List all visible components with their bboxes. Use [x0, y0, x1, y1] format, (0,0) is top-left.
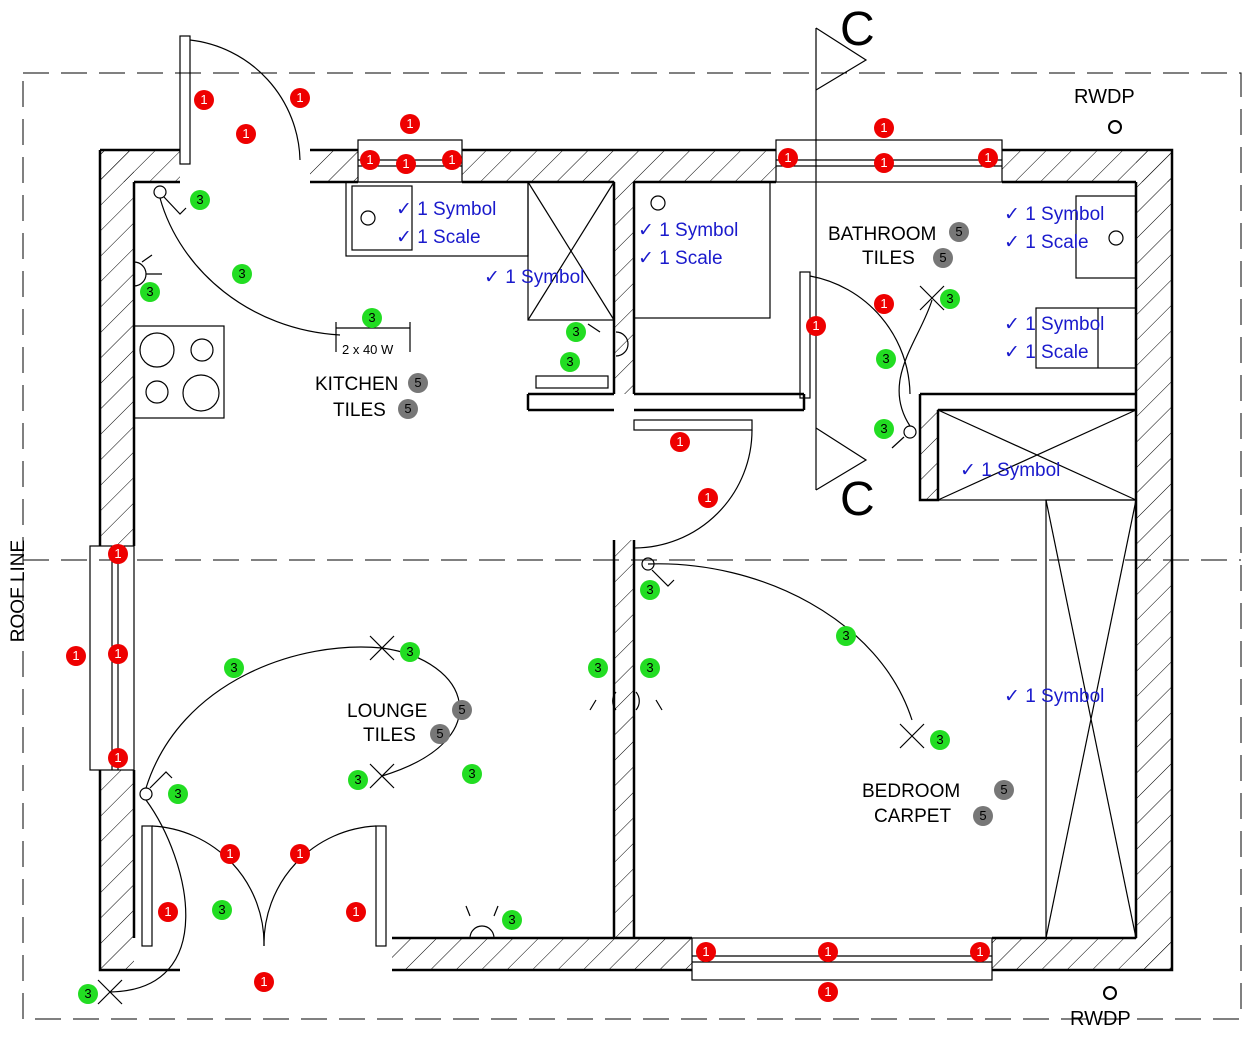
annotation-symbol: ✓ 1 Symbol [396, 199, 497, 220]
badge-1: 1 [360, 150, 380, 170]
badge-5: 5 [408, 373, 428, 393]
annotation-symbol: ✓ 1 Symbol [1004, 314, 1105, 335]
room-name-bedroom: BEDROOM [862, 781, 961, 802]
badge-3: 3 [930, 730, 950, 750]
badge-3: 3 [640, 580, 660, 600]
badge-3: 3 [400, 642, 420, 662]
badge-5: 5 [973, 806, 993, 826]
room-name-lounge: LOUNGE [347, 701, 428, 722]
rwdp-symbol-bottom [1103, 986, 1117, 1000]
annotation-symbol: ✓ 1 Symbol [1004, 204, 1105, 225]
section-line-c [815, 27, 868, 491]
badge-3: 3 [874, 419, 894, 439]
rwdp-label-top: RWDP [1074, 86, 1135, 108]
room-name-kitchen: KITCHEN [315, 374, 399, 395]
badge-5: 5 [452, 700, 472, 720]
badge-1: 1 [874, 118, 894, 138]
badge-3: 3 [212, 900, 232, 920]
badge-1: 1 [696, 942, 716, 962]
badge-3: 3 [560, 352, 580, 372]
annotation-symbol: ✓ 1 Symbol [960, 460, 1061, 481]
badge-1: 1 [194, 90, 214, 110]
badge-5: 5 [994, 780, 1014, 800]
section-marker-top: C [840, 3, 875, 56]
doors [141, 35, 911, 947]
badge-1: 1 [346, 902, 366, 922]
badge-1: 1 [874, 153, 894, 173]
badge-1: 1 [670, 432, 690, 452]
badge-1: 1 [158, 902, 178, 922]
badge-3: 3 [640, 658, 660, 678]
badge-3: 3 [566, 322, 586, 342]
roof-line-label: ROOF LINE [8, 539, 30, 643]
section-marker-bottom: C [840, 473, 875, 526]
badge-1: 1 [236, 124, 256, 144]
roof-line [22, 72, 1242, 1020]
annotation-symbol: ✓ 1 Symbol [484, 267, 585, 288]
badge-3: 3 [140, 282, 160, 302]
badge-1: 1 [442, 150, 462, 170]
badge-3: 3 [502, 910, 522, 930]
badge-3: 3 [168, 784, 188, 804]
rwdp-symbol-top [1108, 120, 1122, 134]
badge-1: 1 [108, 544, 128, 564]
badge-1: 1 [108, 644, 128, 664]
badge-3: 3 [876, 349, 896, 369]
annotation-scale: ✓ 1 Scale [396, 227, 481, 248]
badge-1: 1 [806, 316, 826, 336]
annotation-scale: ✓ 1 Scale [638, 248, 723, 269]
room-finish-bedroom: CARPET [874, 806, 952, 827]
badge-3: 3 [224, 658, 244, 678]
badge-3: 3 [940, 289, 960, 309]
room-finish-bathroom: TILES [862, 248, 915, 269]
badge-5: 5 [933, 248, 953, 268]
badge-1: 1 [874, 294, 894, 314]
badge-3: 3 [836, 626, 856, 646]
annotation-symbol: ✓ 1 Symbol [638, 220, 739, 241]
badge-3: 3 [462, 764, 482, 784]
rwdp-label-bottom: RWDP [1070, 1008, 1131, 1030]
badge-5: 5 [398, 399, 418, 419]
room-finish-kitchen: TILES [333, 400, 386, 421]
badge-3: 3 [232, 264, 252, 284]
badge-1: 1 [818, 982, 838, 1002]
light-rating-label: 2 x 40 W [342, 342, 394, 357]
badge-1: 1 [400, 114, 420, 134]
electrical [97, 185, 945, 1005]
badge-3: 3 [190, 190, 210, 210]
annotation-scale: ✓ 1 Scale [1004, 232, 1089, 253]
badge-1: 1 [290, 844, 310, 864]
badge-1: 1 [396, 154, 416, 174]
badge-1: 1 [818, 942, 838, 962]
badge-1: 1 [290, 88, 310, 108]
badge-1: 1 [108, 748, 128, 768]
fixtures [133, 181, 1137, 939]
badge-3: 3 [78, 984, 98, 1004]
badge-3: 3 [362, 308, 382, 328]
badge-1: 1 [66, 646, 86, 666]
badge-1: 1 [698, 488, 718, 508]
badge-1: 1 [970, 942, 990, 962]
badge-1: 1 [220, 844, 240, 864]
badge-3: 3 [588, 658, 608, 678]
badge-1: 1 [254, 972, 274, 992]
badge-5: 5 [430, 724, 450, 744]
badge-1: 1 [778, 148, 798, 168]
room-finish-lounge: TILES [363, 725, 416, 746]
annotation-scale: ✓ 1 Scale [1004, 342, 1089, 363]
badge-1: 1 [978, 148, 998, 168]
badge-5: 5 [949, 222, 969, 242]
badge-3: 3 [348, 770, 368, 790]
room-name-bathroom: BATHROOM [828, 224, 937, 245]
annotation-symbol: ✓ 1 Symbol [1004, 686, 1105, 707]
